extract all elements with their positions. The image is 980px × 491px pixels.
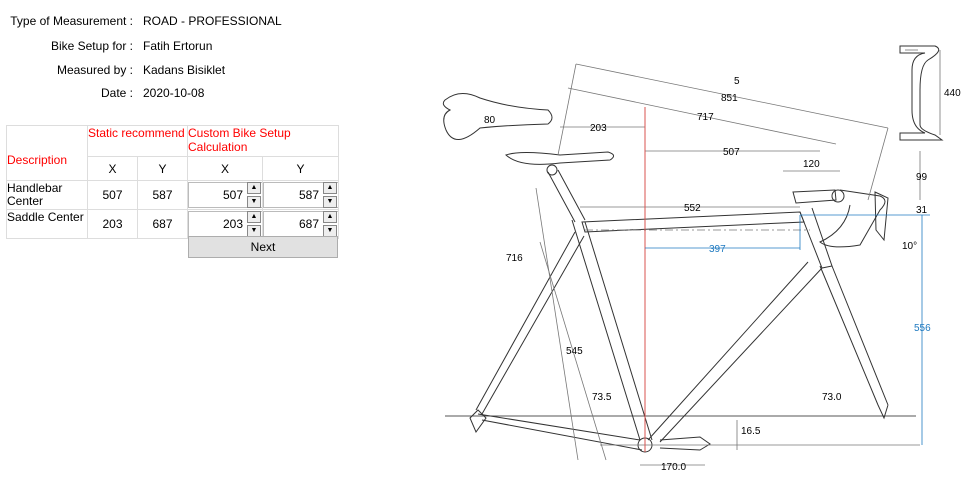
blue-dimension-lines — [645, 214, 930, 445]
dim-73-5: 73.5 — [592, 392, 612, 403]
header-static: Static recommend — [87, 125, 188, 157]
bike-frame — [442, 45, 944, 453]
dim-5: 5 — [734, 76, 740, 87]
dim-10deg: 10° — [902, 241, 917, 252]
value[interactable]: 587 — [298, 188, 319, 202]
custom-x-stepper[interactable]: 203▲▼ — [187, 209, 263, 239]
dim-556: 556 — [914, 323, 931, 334]
decrement-button[interactable]: ▼ — [323, 196, 337, 208]
dim-552: 552 — [684, 203, 701, 214]
value[interactable]: 507 — [222, 188, 243, 202]
dim-397: 397 — [709, 244, 726, 255]
static-y: 687 — [137, 209, 188, 239]
dimension-lines — [535, 49, 941, 466]
crank — [659, 436, 711, 451]
increment-button[interactable]: ▲ — [323, 182, 337, 194]
saddle-topview — [442, 93, 553, 140]
dim-170: 170.0 — [661, 462, 686, 473]
label: Date : — [100, 86, 133, 100]
brake-lever — [874, 191, 889, 242]
decrement-button[interactable]: ▼ — [247, 196, 261, 208]
table-row: Handlebar Center 507 587 507 ▲ ▼ 587 ▲ ▼ — [6, 180, 339, 210]
dim-545: 545 — [566, 346, 583, 357]
top-tube — [581, 211, 805, 233]
label: Bike Setup for : — [50, 39, 133, 53]
saddle-clamp — [546, 164, 558, 176]
dim-440: 440 — [944, 88, 961, 99]
down-tube — [647, 261, 823, 443]
saddle — [505, 151, 614, 165]
seat-tube — [571, 219, 653, 441]
header-static-x: X — [87, 156, 138, 181]
dimension-labels: 5 851 717 203 507 120 99 31 552 397 10° … — [484, 76, 961, 473]
custom-x-stepper[interactable]: 507 ▲ ▼ — [187, 180, 263, 210]
dim-716: 716 — [506, 253, 523, 264]
value: 2020-10-08 — [143, 86, 205, 100]
value[interactable]: 203 — [222, 217, 243, 231]
dim-717: 717 — [697, 112, 714, 123]
header-custom: Custom Bike Setup Calculation — [187, 125, 339, 157]
seat-stay — [475, 231, 585, 415]
dim-851: 851 — [721, 93, 738, 104]
dim-203: 203 — [590, 123, 607, 134]
handlebar-drop — [819, 189, 886, 248]
handlebar-frontview — [899, 45, 944, 141]
dim-507: 507 — [723, 147, 740, 158]
header-custom-x: X — [187, 156, 263, 181]
increment-button[interactable]: ▲ — [247, 182, 261, 194]
increment-button[interactable]: ▲ — [247, 211, 261, 223]
header-static-y: Y — [137, 156, 188, 181]
handlebar-clamp — [831, 189, 845, 203]
dim-120: 120 — [803, 159, 820, 170]
setup-table: Description Static recommend Custom Bike… — [6, 125, 339, 239]
dim-80: 80 — [484, 115, 496, 126]
header-description: Description — [6, 125, 88, 181]
row-label: Saddle Center — [6, 209, 88, 239]
dim-16-5: 16.5 — [741, 426, 761, 437]
next-button[interactable]: Next — [188, 236, 338, 258]
dim-31: 31 — [916, 205, 928, 216]
static-y: 587 — [137, 180, 188, 210]
dim-73-0: 73.0 — [822, 392, 842, 403]
fork — [819, 265, 889, 420]
seatpost — [547, 169, 586, 223]
head-tube — [799, 207, 833, 269]
dim-99: 99 — [916, 172, 928, 183]
rear-dropout — [469, 409, 487, 434]
increment-button[interactable]: ▲ — [323, 211, 337, 223]
row-label: Handlebar Center — [6, 180, 88, 210]
value[interactable]: 687 — [298, 217, 319, 231]
custom-y-stepper[interactable]: 587 ▲ ▼ — [262, 180, 339, 210]
label: Measured by : — [56, 63, 133, 77]
stem — [792, 189, 837, 204]
value: Fatih Ertorun — [143, 39, 213, 53]
value: ROAD - PROFESSIONAL — [143, 14, 282, 28]
value: Kadans Bisiklet — [143, 63, 226, 77]
static-x: 203 — [87, 209, 138, 239]
label: Type of Measurement : — [10, 14, 133, 28]
